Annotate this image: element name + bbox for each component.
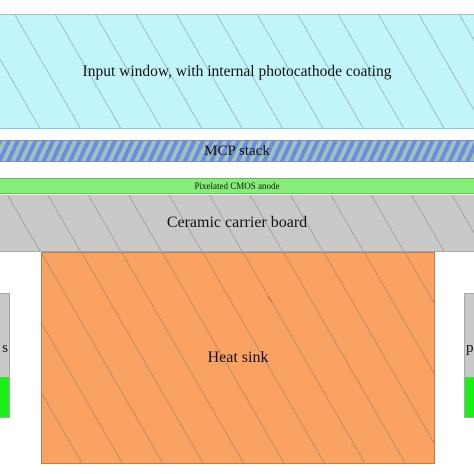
cmos-anode-layer: Pixelated CMOS anode: [0, 178, 474, 194]
heat-sink-block: Heat sink: [41, 252, 435, 464]
ceramic-board-layer: Ceramic carrier board: [0, 195, 474, 252]
cmos-anode-label: Pixelated CMOS anode: [194, 181, 280, 191]
mcp-stack-layer: MCP stack: [0, 140, 474, 162]
input-window-label: Input window, with internal photocathode…: [82, 62, 392, 80]
right-side-label: p: [466, 340, 474, 356]
cursor-icon: ↖: [266, 294, 274, 304]
mcp-stack-label: MCP stack: [204, 142, 270, 159]
left-side-label: s: [2, 340, 8, 356]
input-window-layer: Input window, with internal photocathode…: [0, 14, 474, 129]
left-side-block: s: [0, 293, 10, 418]
ceramic-board-label: Ceramic carrier board: [166, 214, 308, 231]
heat-sink-label: Heat sink: [207, 349, 269, 366]
right-side-block: p: [464, 293, 474, 418]
right-side-green-band: [465, 377, 474, 417]
left-side-green-band: [0, 377, 9, 417]
